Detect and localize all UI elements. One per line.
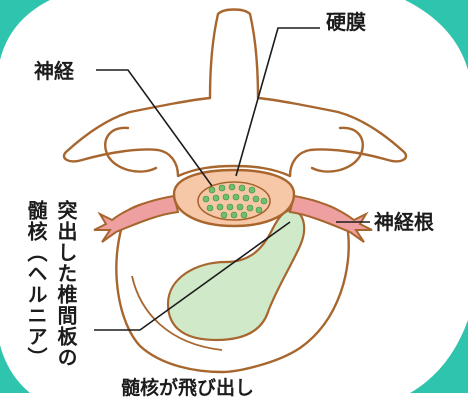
nerve-root-label: 神経根: [374, 212, 434, 232]
herniated-disc-label: 突出した椎間板の: [56, 200, 76, 368]
nerve-label: 神経: [34, 61, 74, 81]
nucleus-protrudes-label: 髄核が飛び出し: [121, 379, 254, 398]
vertebral-arch: [64, 10, 406, 177]
nucleus-hernia-label: 髄核（ヘルニア）: [26, 200, 46, 368]
dura-label: 硬膜: [326, 12, 366, 32]
